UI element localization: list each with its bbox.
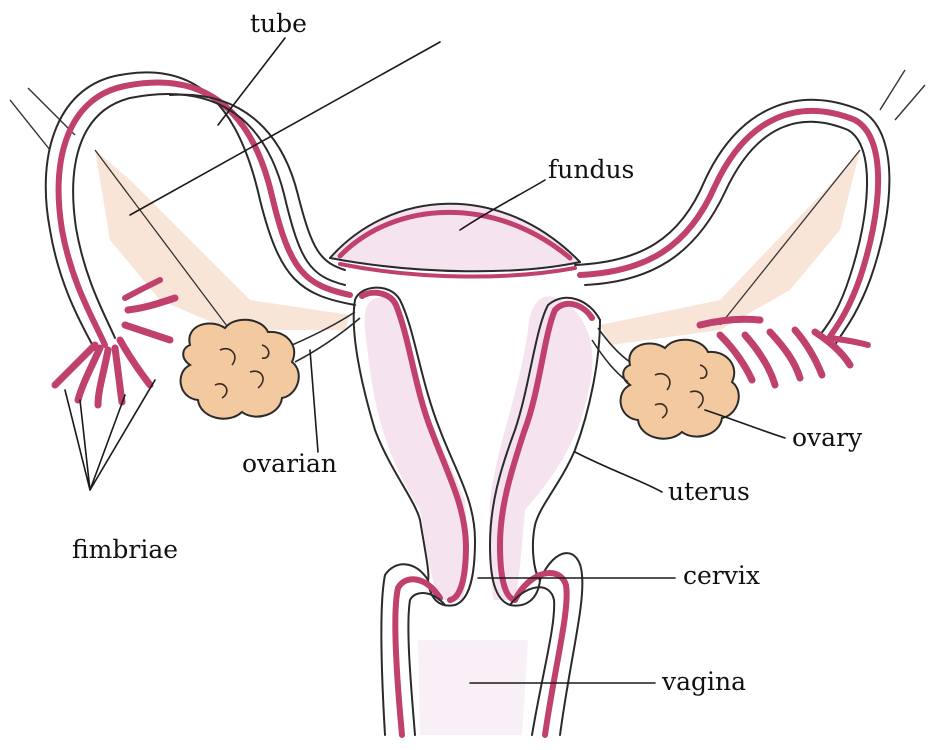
cervix-vagina	[381, 553, 582, 735]
right-ligament-edge	[720, 150, 860, 325]
label-ovarian: ovarian	[242, 449, 337, 478]
label-tube: tube	[250, 9, 307, 38]
ovarian-leader	[310, 350, 318, 452]
tube-leader	[218, 38, 285, 125]
fimbria	[98, 350, 108, 405]
uterine-body	[354, 288, 600, 606]
right-broad-ligament	[600, 150, 860, 345]
right-uterine-lumen-fill	[489, 296, 592, 600]
right-ovary-body	[621, 340, 739, 439]
left-ovary-body	[181, 320, 299, 419]
label-fimbriae: fimbriae	[72, 535, 178, 564]
fundus	[330, 204, 580, 277]
vaginal-canal-fill	[418, 640, 528, 735]
fimbria	[115, 348, 122, 402]
left-uterine-lumen-fill	[365, 296, 467, 600]
label-uterus: uterus	[668, 477, 750, 506]
ligament-leader	[130, 42, 440, 215]
label-cervix: cervix	[683, 561, 760, 590]
left-tube-upper-edge	[170, 95, 345, 270]
fimbria	[128, 298, 175, 310]
fimbria	[120, 340, 150, 385]
fimbria	[770, 332, 800, 378]
left-ovary	[181, 320, 299, 419]
label-ovary: ovary	[792, 423, 863, 452]
fimbria	[125, 325, 170, 340]
label-fundus: fundus	[548, 155, 634, 184]
right-ligament-strands	[880, 70, 925, 120]
label-vagina: vagina	[661, 667, 746, 696]
uterus-leader	[575, 452, 662, 492]
left-fimbriae	[55, 280, 175, 405]
right-ovary	[621, 340, 739, 439]
